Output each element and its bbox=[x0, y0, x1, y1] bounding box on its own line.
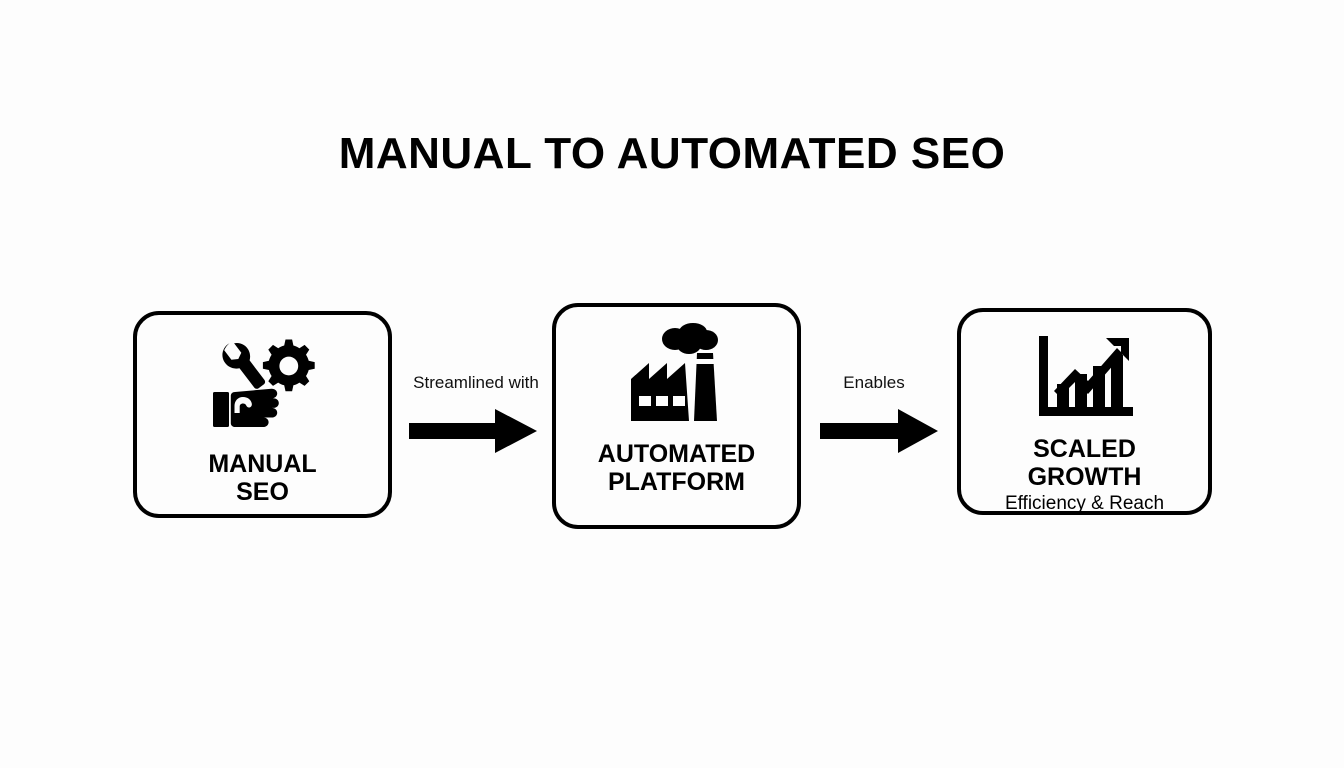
node-automated-platform-label: AUTOMATED PLATFORM bbox=[597, 440, 756, 496]
page-title: MANUAL TO AUTOMATED SEO bbox=[338, 129, 1006, 178]
arrow-right-icon bbox=[409, 409, 537, 458]
wrench-gear-hand-icon bbox=[211, 337, 315, 434]
node-scaled-growth-subtitle: Efficiency & Reach bbox=[1004, 493, 1165, 514]
arrow-right-icon bbox=[820, 409, 938, 458]
connector-2-label: Enables bbox=[843, 373, 905, 392]
connector-1-label: Streamlined with bbox=[413, 373, 539, 392]
growth-chart-icon bbox=[1037, 336, 1133, 423]
node-scaled-growth-label: SCALED GROWTH bbox=[1027, 435, 1142, 491]
node-manual-seo[interactable]: MANUAL SEO bbox=[133, 311, 392, 518]
node-scaled-growth[interactable]: SCALED GROWTH Efficiency & Reach bbox=[957, 308, 1212, 515]
node-manual-seo-label: MANUAL SEO bbox=[208, 450, 317, 506]
node-automated-platform[interactable]: AUTOMATED PLATFORM bbox=[552, 303, 801, 529]
factory-icon bbox=[630, 323, 723, 426]
